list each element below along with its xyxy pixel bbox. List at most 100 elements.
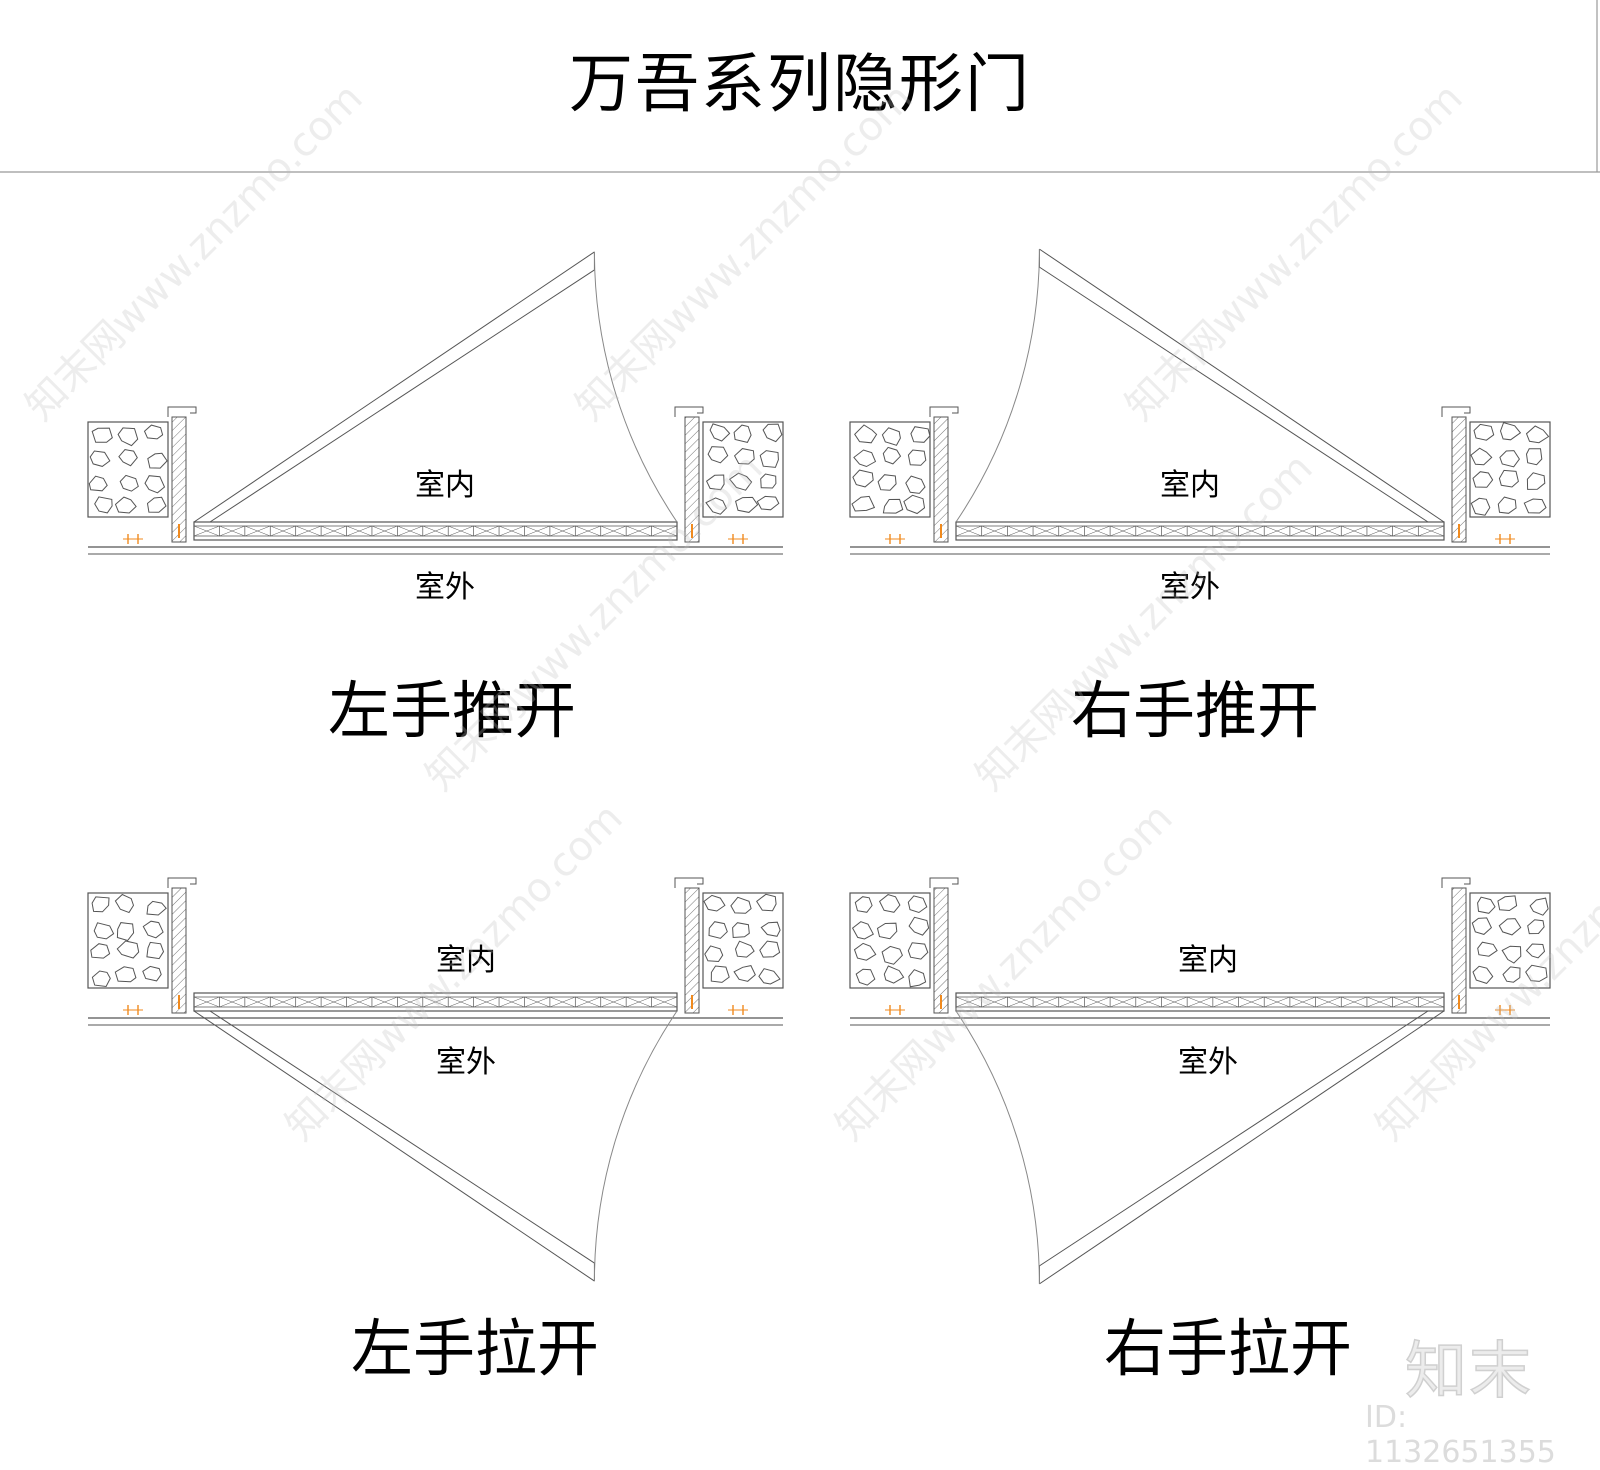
frame-post: [684, 416, 700, 543]
caption-right-push: 右手推开: [1071, 674, 1319, 747]
door-core-x: [1110, 996, 1136, 1008]
door-core-x: [626, 996, 652, 1008]
stone-wall: [87, 421, 169, 518]
stone: [1477, 896, 1496, 914]
label-indoor-left-pull: 室内: [436, 943, 496, 978]
door-core-x: [219, 996, 245, 1008]
stone: [1471, 917, 1493, 935]
frame-cap: [167, 406, 197, 417]
stone: [118, 449, 138, 467]
stone: [146, 941, 165, 960]
stone: [1497, 496, 1517, 514]
stone: [116, 922, 135, 942]
door-core-x: [1084, 996, 1111, 1008]
page-title: 万吾系列隐形门: [569, 48, 1031, 122]
door-core-x: [219, 525, 245, 537]
open-leaf-edge: [1039, 248, 1445, 523]
door-core-x: [1238, 525, 1265, 537]
stone: [114, 966, 137, 983]
stone: [705, 474, 725, 491]
door-core-x: [575, 996, 601, 1008]
door-core-x: [270, 996, 296, 1008]
door-core-x: [575, 525, 601, 537]
stone-wall: [702, 421, 784, 518]
door-core-x: [651, 996, 678, 1008]
door-core-x: [626, 525, 652, 537]
stone-wall: [849, 892, 931, 989]
frame-post: [933, 416, 949, 543]
door-core-x: [981, 996, 1008, 1008]
frame-cap: [167, 877, 197, 888]
stone: [708, 921, 728, 939]
door-core-x: [1366, 996, 1393, 1008]
stone: [142, 920, 164, 939]
frame-post: [933, 887, 949, 1014]
frame-cap: [674, 406, 704, 417]
stone: [733, 965, 756, 982]
door-core-x: [600, 996, 627, 1008]
door-core-x: [1110, 525, 1136, 537]
stone: [853, 942, 877, 961]
stone: [91, 970, 111, 988]
door-core-x: [1264, 996, 1290, 1008]
stone: [728, 472, 753, 491]
caption-left-push: 左手推开: [328, 674, 576, 747]
open-leaf-edge: [1039, 266, 1429, 523]
stone: [760, 921, 781, 937]
door-core-x: [651, 525, 678, 537]
stone: [910, 426, 931, 443]
label-outdoor-left-pull: 室外: [436, 1045, 496, 1080]
stone-wall: [1469, 421, 1551, 518]
door-core-x: [1161, 525, 1188, 537]
door-core-x: [295, 996, 322, 1008]
door-core-x: [422, 525, 449, 537]
stone: [882, 446, 902, 465]
label-outdoor-right-push: 室外: [1160, 570, 1220, 605]
frame-post: [684, 887, 700, 1014]
stone: [114, 893, 135, 914]
stone: [758, 968, 781, 985]
stone: [908, 916, 930, 936]
stone: [704, 945, 724, 963]
stone: [703, 894, 726, 912]
stone: [852, 469, 874, 488]
stone-wall: [849, 421, 931, 518]
stone: [1470, 447, 1493, 466]
door-core-x: [1212, 525, 1239, 537]
stone: [905, 475, 926, 494]
door-core-x: [1392, 996, 1419, 1008]
stone: [1525, 448, 1543, 466]
stone: [876, 922, 898, 940]
stone: [142, 965, 162, 982]
stone: [1477, 941, 1498, 957]
stone: [907, 895, 928, 914]
stone-wall: [1469, 892, 1551, 989]
door-core-x: [321, 525, 347, 537]
door-core-x: [1264, 525, 1290, 537]
door-core-x: [524, 525, 550, 537]
stone: [883, 965, 905, 984]
stone: [1529, 897, 1549, 916]
stone: [90, 943, 111, 959]
panel-right-push: [849, 248, 1551, 555]
stone: [881, 945, 903, 965]
stone: [707, 446, 729, 464]
door-core-x: [1032, 996, 1059, 1008]
door-core-x: [549, 525, 576, 537]
door-core-x: [346, 525, 373, 537]
door-core-x: [1007, 996, 1034, 1008]
door-core-x: [498, 525, 525, 537]
door-core-x: [193, 996, 220, 1008]
stone: [88, 475, 108, 492]
stone: [709, 423, 731, 442]
swing-arc: [593, 251, 678, 523]
stone: [1525, 964, 1548, 982]
frame-post: [171, 416, 187, 543]
stone: [851, 495, 876, 512]
caption-right-pull: 右手拉开: [1104, 1312, 1352, 1385]
stone: [881, 427, 901, 446]
door-core-x: [600, 525, 627, 537]
door-core-x: [1418, 525, 1445, 537]
door-core-x: [448, 525, 474, 537]
swing-arc: [955, 249, 1040, 523]
